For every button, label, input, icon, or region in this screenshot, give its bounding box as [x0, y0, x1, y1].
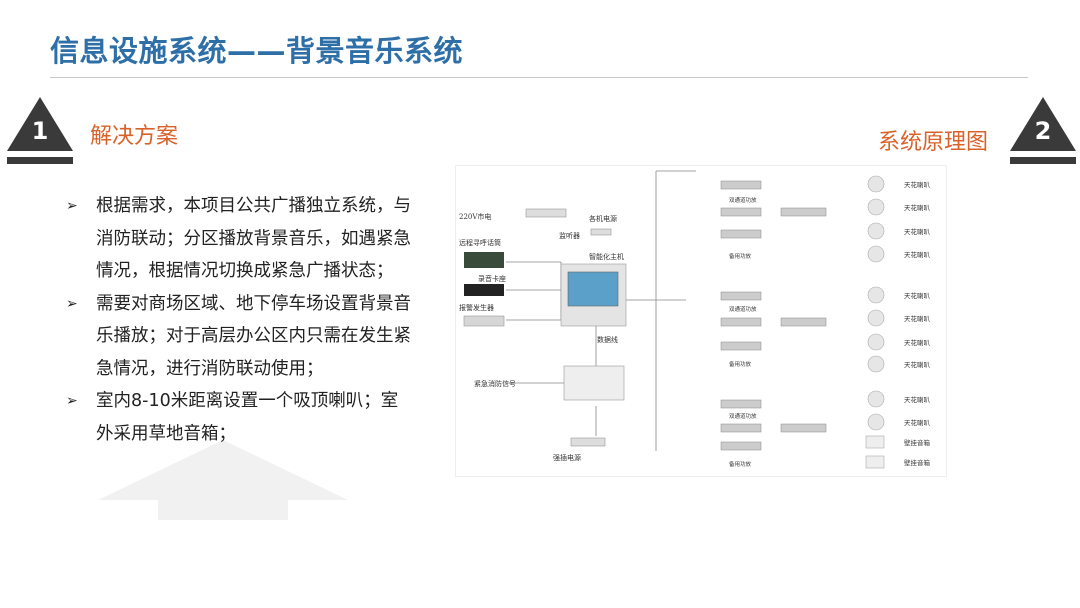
svg-text:天花喇叭: 天花喇叭 — [904, 314, 931, 323]
svg-text:天花喇叭: 天花喇叭 — [904, 338, 931, 347]
bullet-text: 需要对商场区域、地下停车场设置背景音乐播放；对于高层办公区内只需在发生紧急情况，… — [96, 293, 411, 379]
arrow-bullet-icon: ➢ — [66, 198, 78, 214]
system-diagram-svg: 220V市电 各机电源 监听器 远程寻呼话筒 录音卡座 报警发生器 智能化主机 … — [459, 170, 931, 469]
list-item: ➢ 室内8-10米距离设置一个吸顶喇叭；室外采用草地音箱； — [66, 385, 411, 450]
svg-text:天花喇叭: 天花喇叭 — [904, 418, 931, 427]
fire-signal-device — [563, 365, 625, 401]
host-screen — [567, 271, 619, 307]
svg-text:天花喇叭: 天花喇叭 — [904, 250, 931, 259]
system-diagram: 220V市电 各机电源 监听器 远程寻呼话筒 录音卡座 报警发生器 智能化主机 … — [455, 165, 947, 477]
host-power-label: 各机电源 — [589, 214, 617, 223]
amp-group-2: 双通道功放 备用功放 — [720, 291, 827, 368]
smart-host-label: 智能化主机 — [589, 252, 624, 261]
page-title: 信息设施系统——背景音乐系统 — [50, 34, 464, 68]
title-divider — [50, 77, 1028, 78]
alarm-device — [463, 315, 505, 327]
svg-text:双通道功放: 双通道功放 — [729, 412, 757, 420]
list-item: ➢ 根据需求，本项目公共广播独立系统，与消防联动；分区播放背景音乐，如遇紧急情况… — [66, 190, 411, 288]
svg-text:备用功放: 备用功放 — [729, 360, 752, 368]
decorative-shape — [98, 440, 348, 520]
backup-power-label: 强插电源 — [553, 453, 581, 462]
bullet-text: 根据需求，本项目公共广播独立系统，与消防联动；分区播放背景音乐，如遇紧急情况，根… — [96, 196, 411, 281]
recorder-device — [464, 284, 504, 296]
recorder-label: 录音卡座 — [478, 274, 506, 283]
amp-group-1: 双通道功放 备用功放 — [720, 180, 827, 260]
svg-text:天花喇叭: 天花喇叭 — [904, 291, 931, 300]
monitor-device — [590, 228, 612, 236]
section-number: 1 — [31, 117, 49, 145]
bullet-text: 室内8-10米距离设置一个吸顶喇叭；室外采用草地音箱； — [96, 391, 399, 444]
mains-device — [525, 208, 567, 218]
section-badge-2: 2 — [1010, 97, 1076, 167]
fire-signal-label: 紧急消防信号 — [474, 379, 516, 388]
svg-text:天花喇叭: 天花喇叭 — [904, 227, 931, 236]
remote-paging-label: 远程寻呼话筒 — [459, 238, 501, 247]
svg-text:天花喇叭: 天花喇叭 — [904, 203, 931, 212]
arrow-bullet-icon: ➢ — [66, 393, 78, 409]
section-badge-1: 1 — [7, 97, 73, 167]
section-title-diagram: 系统原理图 — [878, 130, 989, 155]
monitor-label: 监听器 — [559, 231, 580, 240]
solution-bullet-list: ➢ 根据需求，本项目公共广播独立系统，与消防联动；分区播放背景音乐，如遇紧急情况… — [66, 190, 411, 450]
svg-text:壁挂音箱: 壁挂音箱 — [904, 458, 931, 467]
svg-text:壁挂音箱: 壁挂音箱 — [904, 438, 931, 447]
svg-text:双通道功放: 双通道功放 — [729, 305, 757, 313]
paging-device — [464, 252, 504, 268]
arrow-bullet-icon: ➢ — [66, 295, 78, 312]
svg-text:备用功放: 备用功放 — [729, 252, 752, 260]
svg-text:天花喇叭: 天花喇叭 — [904, 395, 931, 404]
section-number: 2 — [1034, 117, 1052, 145]
svg-text:备用功放: 备用功放 — [729, 460, 752, 468]
speaker-column: 天花喇叭 天花喇叭 天花喇叭 天花喇叭 天花喇叭 天花喇叭 天花喇叭 天花喇叭 … — [865, 175, 931, 469]
amp-group-3: 双通道功放 备用功放 — [720, 399, 827, 468]
section-title-solution: 解决方案 — [90, 124, 179, 149]
mains-label: 220V市电 — [459, 212, 491, 221]
data-line-label: 数据线 — [597, 335, 618, 344]
svg-text:双通道功放: 双通道功放 — [729, 196, 757, 204]
backup-power-device — [570, 437, 606, 447]
alarm-label: 报警发生器 — [459, 303, 494, 312]
list-item: ➢ 需要对商场区域、地下停车场设置背景音乐播放；对于高层办公区内只需在发生紧急情… — [66, 288, 411, 386]
svg-text:天花喇叭: 天花喇叭 — [904, 360, 931, 369]
svg-text:天花喇叭: 天花喇叭 — [904, 180, 931, 189]
